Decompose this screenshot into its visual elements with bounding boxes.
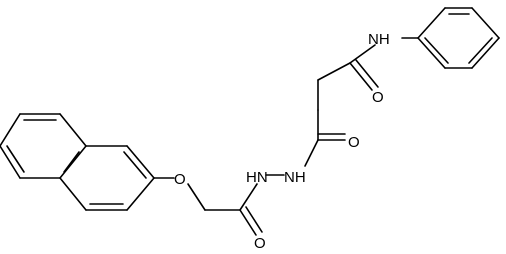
- phenyl-ring: [417, 7, 500, 69]
- atom-label-o-hydrazide-bottom: O: [254, 235, 266, 252]
- atom-label-o-ether: O: [174, 171, 186, 188]
- amide-chain: [153, 37, 419, 236]
- atom-label-o-anilide: O: [372, 89, 384, 106]
- atom-label-nh-hydrazide: NH: [284, 169, 306, 186]
- naphthalene-ring: [0, 113, 155, 211]
- atom-label-hn-hydrazide: HN: [246, 169, 268, 186]
- atom-label-o-hydrazide-top: O: [348, 134, 360, 151]
- atom-label-nh-anilide: NH: [368, 31, 390, 48]
